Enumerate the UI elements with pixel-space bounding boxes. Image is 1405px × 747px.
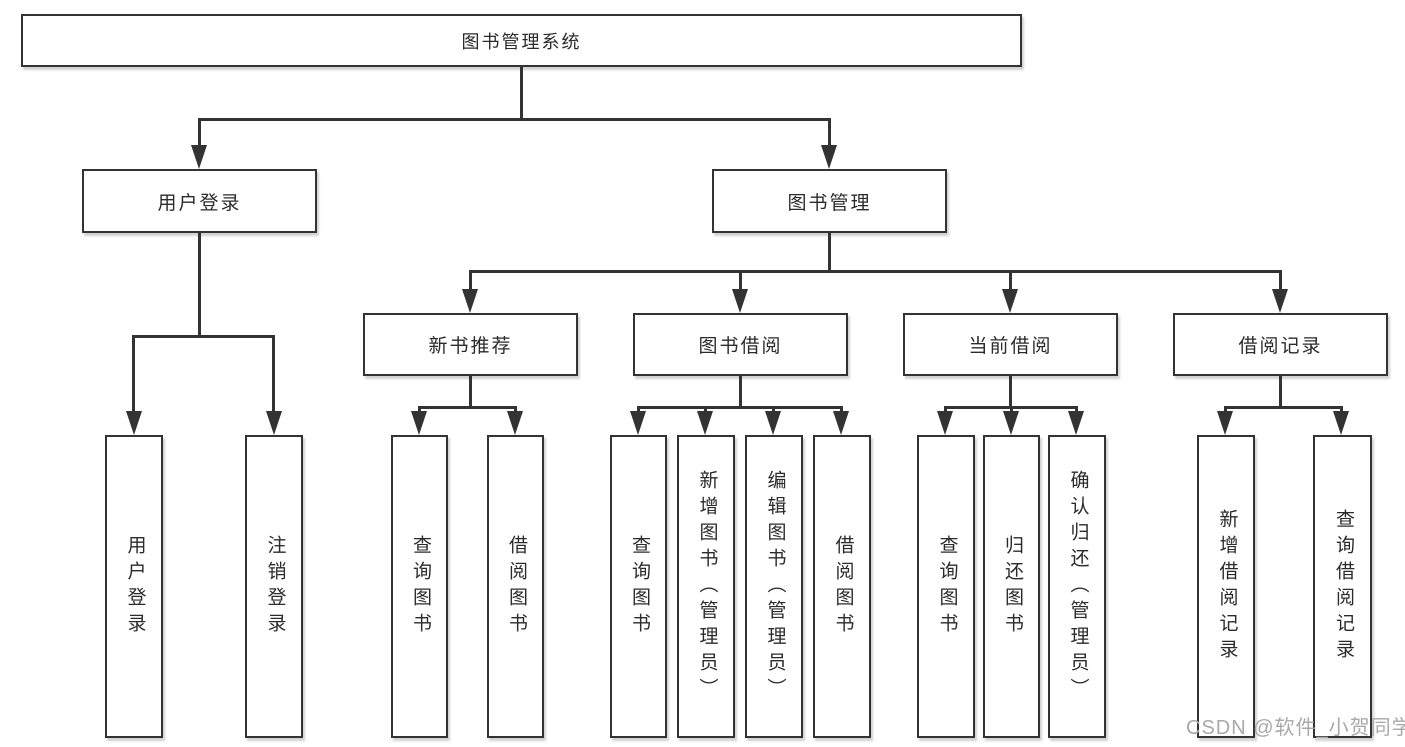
leaf-borrow-books: 借阅图书 [813, 435, 871, 738]
leaf-label: 注销登录 [264, 534, 286, 639]
leaf-label: 用户登录 [124, 534, 146, 639]
leaf-label: 查询图书 [936, 534, 958, 639]
leaf-label: 新增图书（管理员） [696, 469, 718, 704]
leaf-label: 查询图书 [409, 534, 431, 639]
connector-drop [840, 406, 843, 414]
connector-drop [418, 406, 421, 414]
leaf-borrow-books-recommend: 借阅图书 [487, 435, 544, 738]
leaf-label: 新增借阅记录 [1216, 508, 1238, 665]
leaf-query-books-recommend: 查询图书 [391, 435, 448, 738]
arrowhead-icon [937, 411, 953, 435]
arrowhead-icon [1333, 411, 1349, 435]
arrowhead-icon [507, 411, 523, 435]
connector-borrowrecords-bar [1224, 406, 1343, 409]
arrowhead-icon [821, 145, 837, 169]
node-root: 图书管理系统 [21, 14, 1022, 67]
node-book-management: 图书管理 [712, 169, 947, 233]
leaf-label: 编辑图书（管理员） [764, 469, 786, 704]
connector-drop [1224, 406, 1227, 414]
connector-bookborrow-bar [637, 406, 843, 409]
arrowhead-icon [833, 411, 849, 435]
connector-drop [704, 406, 707, 414]
connector-drop [944, 406, 947, 414]
leaf-label: 归还图书 [1001, 534, 1023, 639]
connector-bookborrow-stem [739, 376, 742, 406]
arrowhead-icon [630, 411, 646, 435]
connector-drop [198, 118, 201, 148]
leaf-confirm-return-admin: 确认归还（管理员） [1048, 435, 1106, 738]
node-user-login: 用户登录 [82, 169, 317, 233]
leaf-user-login: 用户登录 [105, 435, 163, 738]
leaf-label: 查询借阅记录 [1332, 508, 1354, 665]
arrowhead-icon [1068, 411, 1084, 435]
leaf-add-books-admin: 新增图书（管理员） [677, 435, 735, 738]
connector-borrowrecords-stem [1279, 376, 1282, 406]
arrowhead-icon [191, 145, 207, 169]
arrowhead-icon [1002, 289, 1018, 313]
connector-drop [1279, 270, 1282, 292]
arrowhead-icon [266, 411, 282, 435]
arrowhead-icon [1272, 289, 1288, 313]
leaf-query-borrow-record: 查询借阅记录 [1313, 435, 1372, 738]
node-current-borrow: 当前借阅 [903, 313, 1118, 376]
connector-drop [1009, 270, 1012, 292]
leaf-label: 查询图书 [628, 534, 650, 639]
arrowhead-icon [126, 411, 142, 435]
connector-userlogin-stem [198, 233, 201, 335]
node-new-book-recommend: 新书推荐 [363, 313, 578, 376]
arrowhead-icon [732, 289, 748, 313]
leaf-logout: 注销登录 [245, 435, 303, 738]
connector-drop [1075, 406, 1078, 414]
connector-root-stem [520, 67, 523, 118]
arrowhead-icon [1217, 411, 1233, 435]
leaf-add-borrow-record: 新增借阅记录 [1197, 435, 1255, 738]
connector-drop [132, 335, 135, 413]
leaf-query-books-current: 查询图书 [917, 435, 975, 738]
leaf-label: 确认归还（管理员） [1067, 469, 1089, 704]
connector-drop [1010, 406, 1013, 414]
connector-drop [514, 406, 517, 414]
leaf-label: 借阅图书 [832, 534, 854, 639]
connector-bookmgmt-bar [469, 270, 1282, 273]
connector-drop [272, 335, 275, 413]
arrowhead-icon [765, 411, 781, 435]
connector-drop [1340, 406, 1343, 414]
connector-currentborrow-stem [1009, 376, 1012, 406]
arrowhead-icon [411, 411, 427, 435]
connector-newbook-stem [469, 376, 472, 406]
leaf-label: 借阅图书 [505, 534, 527, 639]
connector-bookmgmt-stem [828, 233, 831, 270]
arrowhead-icon [462, 289, 478, 313]
leaf-query-books-borrow: 查询图书 [610, 435, 667, 738]
node-book-borrow: 图书借阅 [633, 313, 848, 376]
connector-drop [637, 406, 640, 414]
connector-drop [739, 270, 742, 292]
leaf-edit-books-admin: 编辑图书（管理员） [745, 435, 803, 738]
arrowhead-icon [697, 411, 713, 435]
node-borrow-records: 借阅记录 [1173, 313, 1388, 376]
connector-drop [469, 270, 472, 292]
arrowhead-icon [1003, 411, 1019, 435]
connector-newbook-bar [418, 406, 517, 409]
leaf-return-books: 归还图书 [983, 435, 1040, 738]
connector-drop [772, 406, 775, 414]
connector-drop [828, 118, 831, 148]
connector-userlogin-bar [132, 335, 275, 338]
watermark: CSDN @软件_小贺同学 [1186, 717, 1405, 739]
connector-root-bar [198, 118, 831, 121]
